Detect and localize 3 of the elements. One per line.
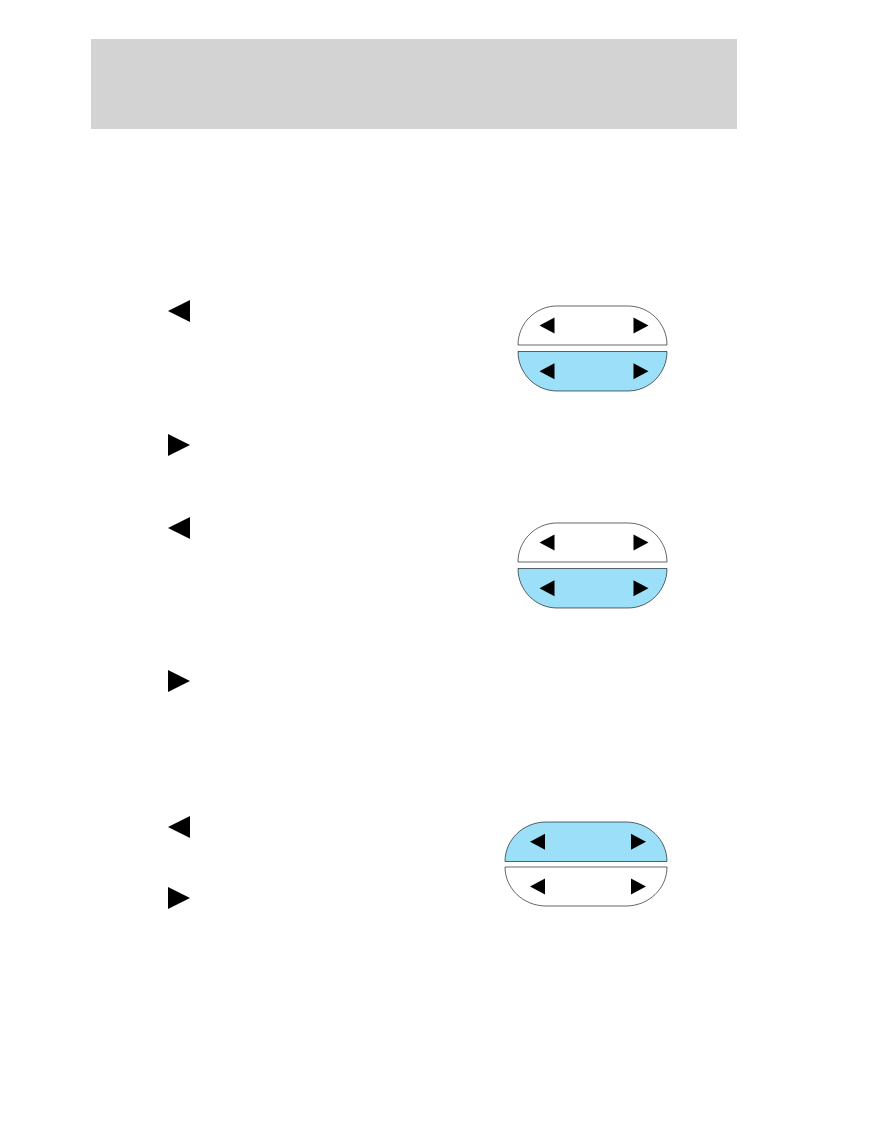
rocker-switch-illustration	[517, 305, 668, 392]
rocker-switch-illustration	[517, 522, 668, 609]
rocker-switch-illustration	[504, 821, 668, 907]
